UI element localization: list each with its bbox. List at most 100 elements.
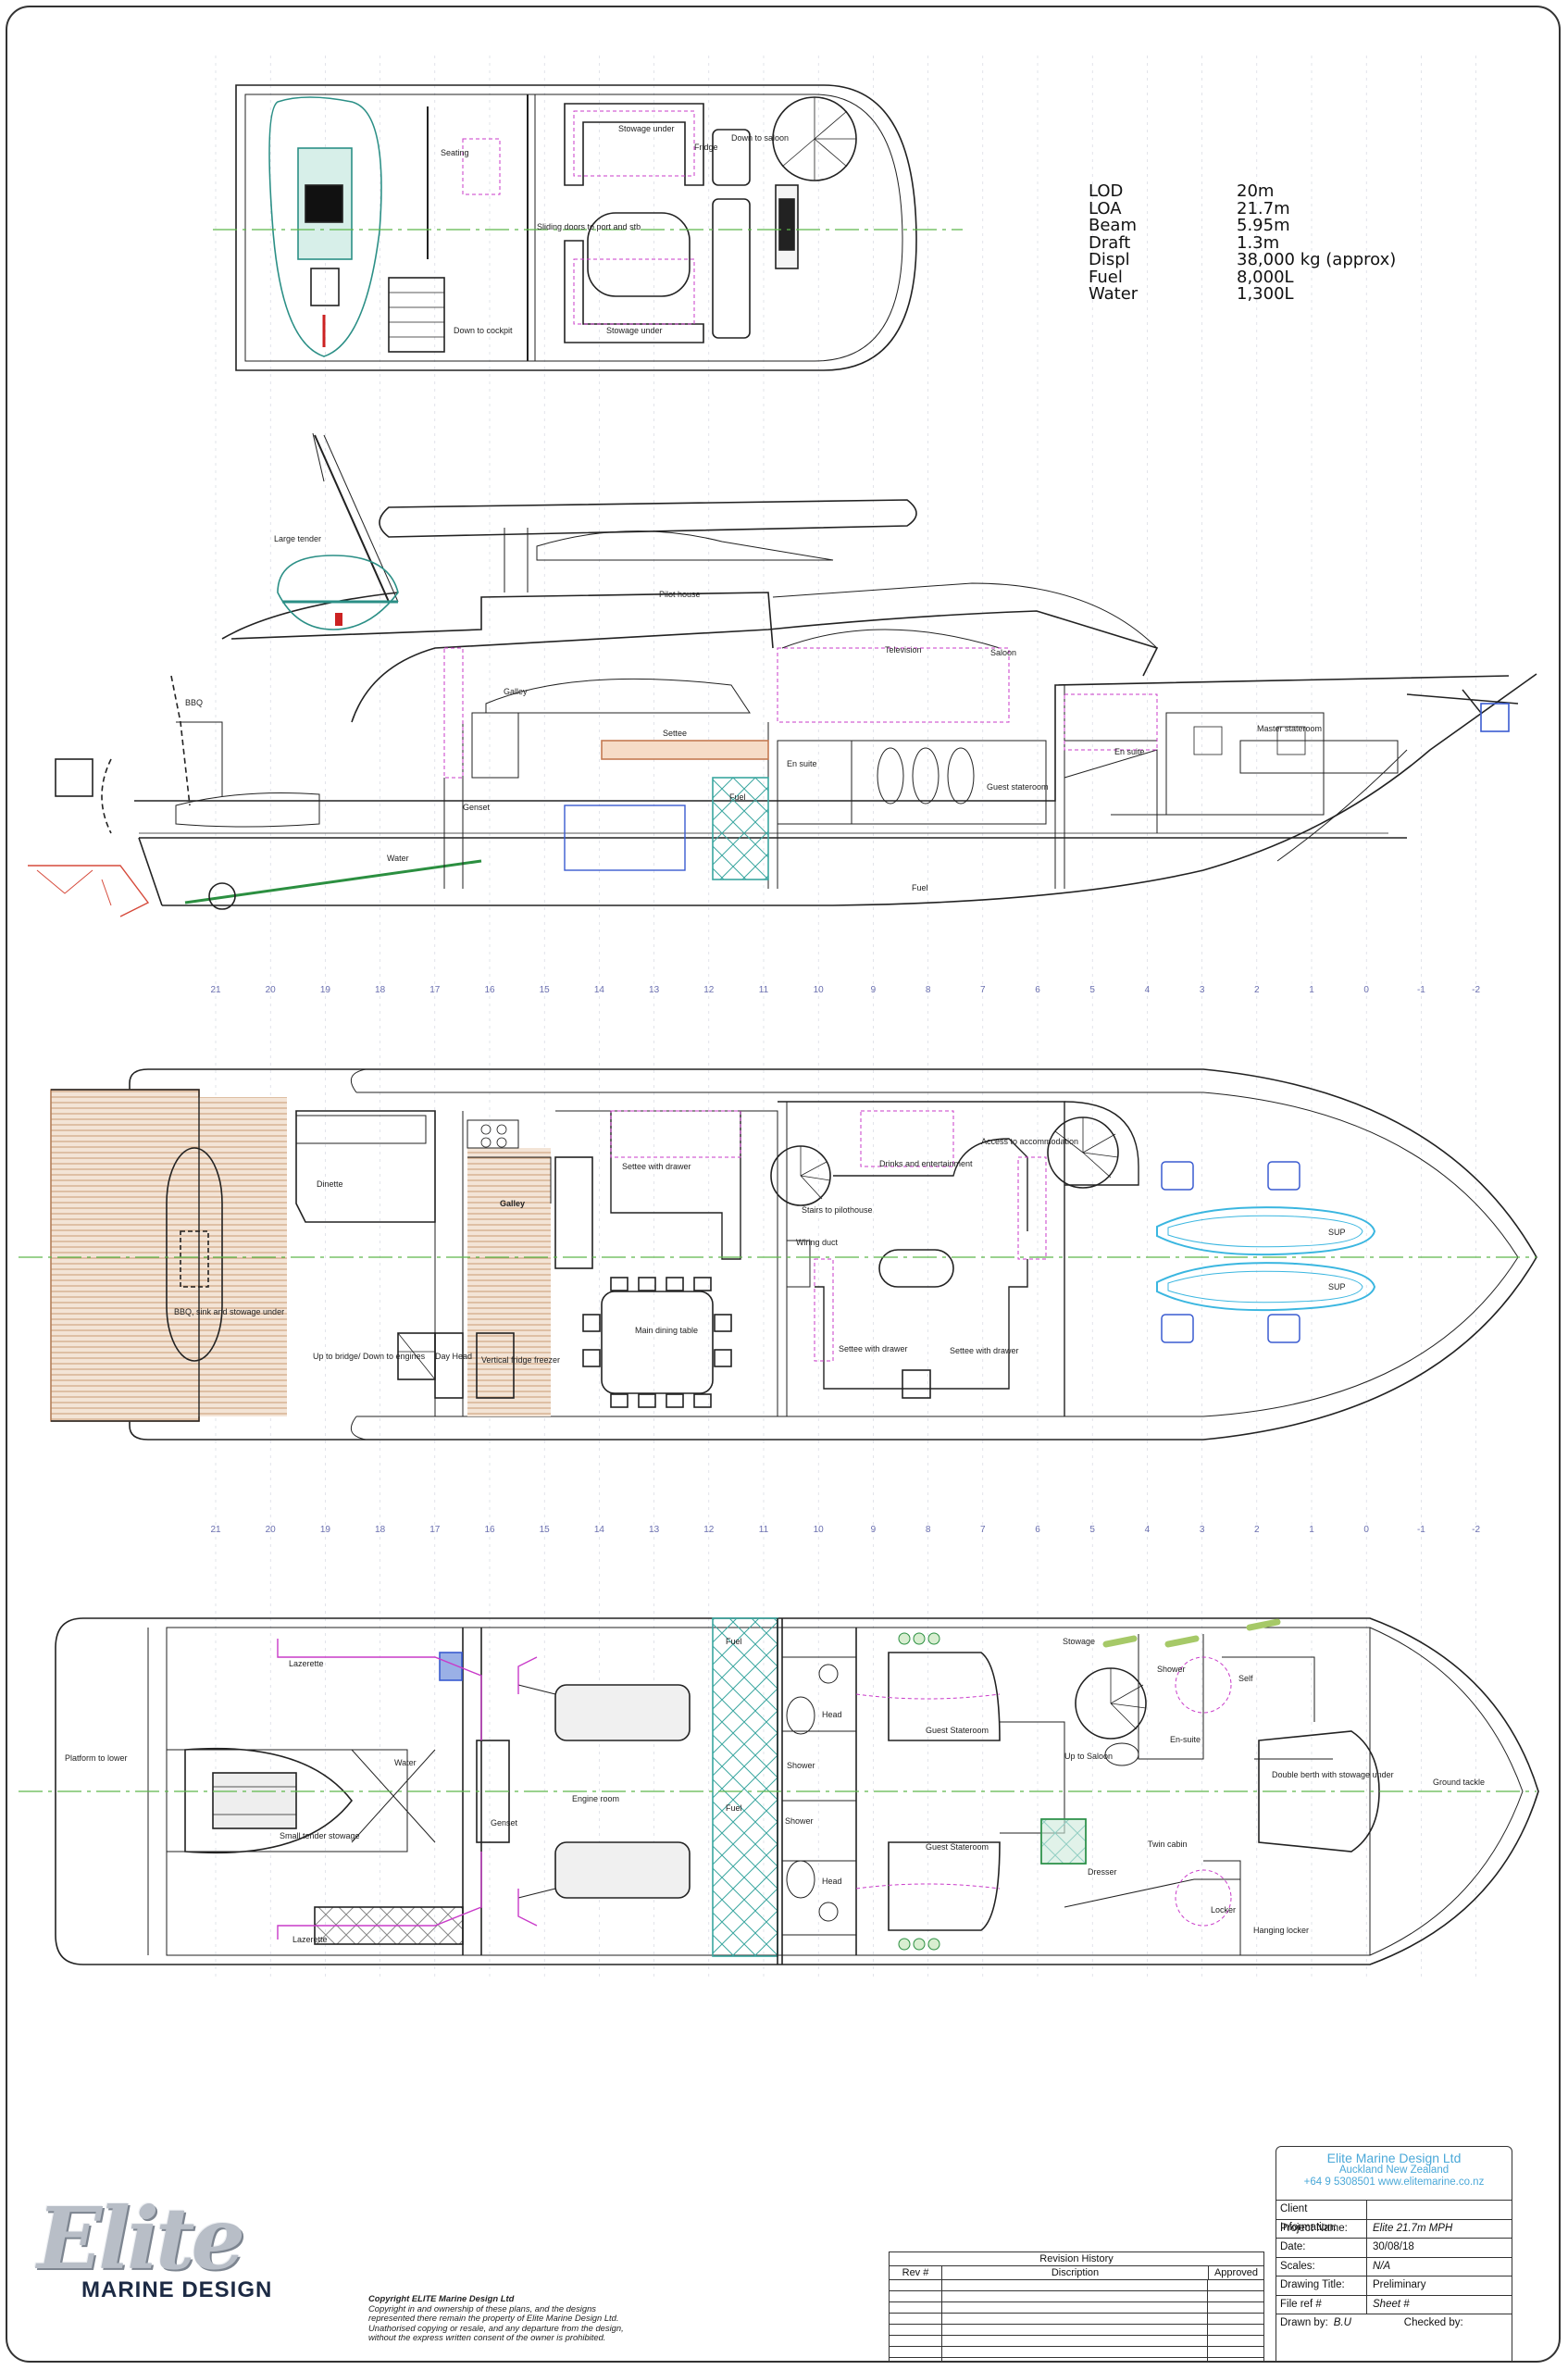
label-self: Self (1238, 1674, 1253, 1683)
label-dresser: Dresser (1088, 1867, 1117, 1877)
project-label: Project Name: (1276, 2219, 1367, 2238)
spec-value: 5.95m (1237, 216, 1290, 235)
frame-number: 1 (1309, 1525, 1314, 1535)
frame-number: -2 (1472, 985, 1480, 995)
frame-number: 7 (980, 1525, 986, 1535)
company-location: Auckland New Zealand (1338, 2164, 1450, 2176)
frame-number: 12 (703, 985, 715, 995)
label-small-tender-stowage: Small tender stowage (280, 1831, 360, 1840)
row-file: File ref # Sheet # (1276, 2295, 1512, 2314)
drawn-label: Drawn by: (1280, 2317, 1328, 2328)
date-label: Date: (1276, 2239, 1367, 2257)
row-scales: Scales: N/A (1276, 2257, 1512, 2276)
copyright-notice: Copyright ELITE Marine Design Ltd Copyri… (368, 2293, 683, 2343)
file-label: File ref # (1276, 2295, 1367, 2314)
company-name: Elite Marine Design Ltd (1326, 2151, 1462, 2165)
label-stowage-under-bottom: Stowage under (606, 326, 663, 335)
copyright-title: Copyright ELITE Marine Design Ltd (368, 2293, 515, 2303)
spec-label: Beam (1089, 216, 1137, 235)
label-genset-profile: Genset (463, 803, 491, 812)
row-client: Client Information: (1276, 2201, 1512, 2233)
revision-header: Rev # Discription Approved (890, 2266, 1263, 2280)
label-seating: Seating (441, 148, 469, 157)
copyright-line-2: represented there remain the property of… (368, 2313, 619, 2323)
drawn-value: B.U (1333, 2317, 1351, 2328)
frame-number: 10 (814, 1525, 825, 1535)
scales-label: Scales: (1276, 2257, 1367, 2276)
label-twin-cabin: Twin cabin (1148, 1840, 1188, 1849)
revision-divider-2 (1207, 2280, 1208, 2362)
label-water-lower: Water (394, 1758, 417, 1767)
frame-number: 1 (1309, 985, 1314, 995)
label-settee: Settee (663, 729, 687, 738)
frame-number: 19 (320, 1525, 331, 1535)
label-settee-drawer-right: Settee with drawer (950, 1346, 1019, 1355)
frame-number: 15 (540, 985, 551, 995)
row-date: Date: 30/08/18 (1276, 2239, 1512, 2258)
label-dining-table: Main dining table (635, 1326, 698, 1335)
revision-title: Revision History (890, 2252, 1263, 2266)
label-platform-to-lower: Platform to lower (65, 1753, 128, 1763)
company-info: Elite Marine Design Ltd Auckland New Zea… (1276, 2147, 1512, 2201)
project-value: Elite 21.7m MPH (1373, 2222, 1453, 2234)
label-down-to-cockpit: Down to cockpit (454, 326, 513, 335)
spec-label: Fuel (1089, 267, 1123, 287)
checked-label: Checked by: (1403, 2317, 1463, 2328)
frame-number: 18 (375, 985, 386, 995)
main-deck-plan (50, 1068, 1537, 1441)
scales-value: N/A (1373, 2260, 1391, 2272)
frame-number: 8 (926, 985, 931, 995)
frame-number: -1 (1417, 985, 1425, 995)
frame-number: 21 (210, 985, 221, 995)
frame-number: 11 (759, 1525, 769, 1535)
frame-number: 19 (320, 985, 331, 995)
label-settee-drawer-top: Settee with drawer (622, 1162, 691, 1171)
copyright-line-3: Unathorised copying or resale, and any d… (368, 2322, 624, 2333)
label-fuel-low: Fuel (912, 883, 928, 892)
spec-value: 21.7m (1237, 198, 1290, 218)
revision-col-rev: Rev # (890, 2266, 942, 2279)
frame-number: 6 (1035, 985, 1040, 995)
row-project: Project Name: Elite 21.7m MPH (1276, 2219, 1512, 2239)
label-fridge: Fridge (694, 143, 718, 152)
company-contact: +64 9 5308501 www.elitemarine.co.nz (1303, 2177, 1485, 2188)
frame-number: 3 (1200, 985, 1205, 995)
spec-row: Fuel 8,000L (1089, 267, 1396, 287)
frame-number: 12 (703, 1525, 715, 1535)
date-value: 30/08/18 (1373, 2241, 1414, 2252)
label-vertical-fridge: Vertical fridge freezer (481, 1355, 560, 1365)
frame-number: 5 (1089, 1525, 1095, 1535)
label-shower-1: Shower (787, 1761, 815, 1770)
frame-number: 0 (1363, 1525, 1369, 1535)
elite-logo: Elite MARINE DESIGN (37, 2196, 342, 2335)
label-lazerette-bottom: Lazerette (292, 1935, 328, 1944)
flybridge-plan (235, 84, 917, 371)
spec-value: 8,000L (1237, 267, 1294, 287)
lower-deck-plan (55, 1617, 1539, 1965)
revision-divider-1 (941, 2280, 942, 2362)
label-sliding-doors: Sliding doors to port and stb (537, 222, 641, 231)
label-genset-lower: Genset (491, 1818, 518, 1827)
spec-value: 38,000 kg (approx) (1237, 250, 1397, 269)
label-stowage: Stowage (1063, 1637, 1095, 1646)
label-head-top: Head (822, 1710, 842, 1719)
frame-number: 6 (1035, 1525, 1040, 1535)
label-galley-main: Galley (500, 1199, 525, 1208)
label-ground-tackle: Ground tackle (1433, 1778, 1485, 1787)
frame-number: 17 (429, 1525, 441, 1535)
label-sup-2: SUP (1328, 1282, 1346, 1291)
label-en-suite-fwd: En suite (1114, 747, 1145, 756)
label-guest-stateroom-bottom: Guest Stateroom (926, 1842, 989, 1852)
label-shower-2: Shower (785, 1816, 814, 1826)
sheet-label: Sheet # (1373, 2298, 1410, 2310)
label-down-to-saloon: Down to saloon (731, 133, 789, 143)
label-fuel-profile: Fuel (729, 792, 746, 802)
label-guest-stateroom-profile: Guest stateroom (987, 782, 1049, 792)
label-hanging-locker: Hanging locker (1253, 1926, 1309, 1935)
frame-number: 2 (1254, 1525, 1260, 1535)
